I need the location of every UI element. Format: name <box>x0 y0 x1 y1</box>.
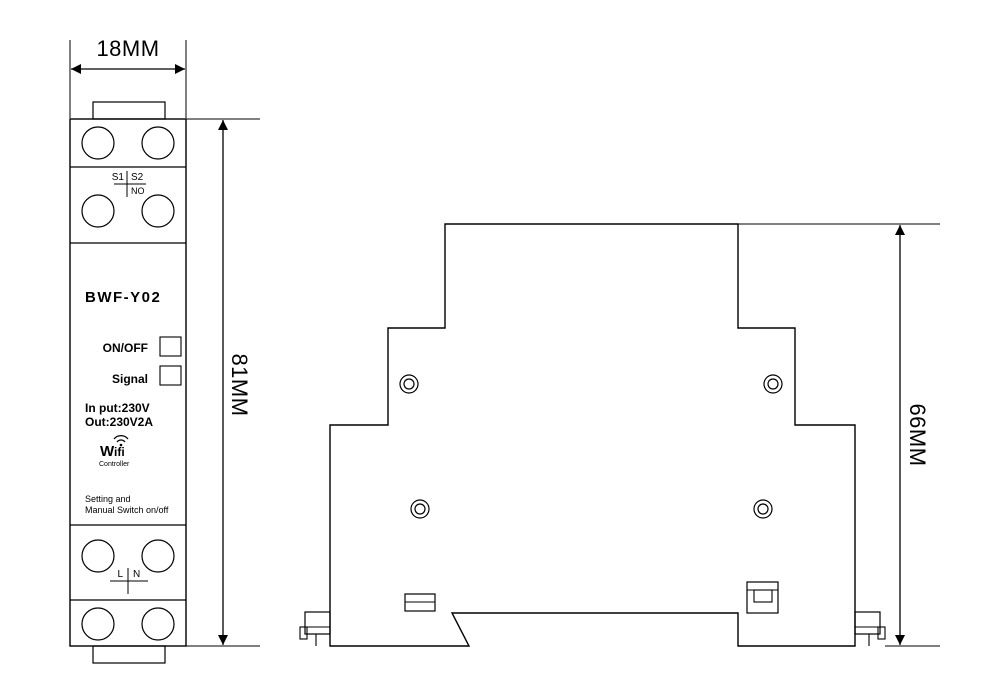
height-dimension-label: 81MM <box>227 353 252 416</box>
bottom-mount-tab <box>92 645 166 664</box>
wifi-logo-text: ifi <box>114 445 125 459</box>
height-dimension: 81MM <box>186 118 260 647</box>
mounting-hole <box>410 499 430 519</box>
model-name: BWF-Y02 <box>85 289 161 306</box>
terminal-screw <box>141 539 175 573</box>
mounting-hole <box>763 374 783 394</box>
top-mount-tab <box>92 101 166 120</box>
terminal-label-s1: S1 <box>112 172 125 183</box>
terminal-label-s2: S2 <box>131 172 144 183</box>
side-height-dimension-label: 66MM <box>905 403 930 466</box>
terminal-screw <box>141 607 175 641</box>
setting-line-1: Setting and <box>85 494 131 504</box>
terminal-screw <box>81 126 115 160</box>
input-rating: In put:230V <box>85 401 150 415</box>
din-clip-right <box>746 581 779 614</box>
mounting-hole <box>399 374 419 394</box>
wifi-logo: W ifi Controller <box>99 435 130 468</box>
terminal-screw <box>141 126 175 160</box>
on-off-button <box>159 336 182 357</box>
latch-left <box>299 611 331 646</box>
setting-line-2: Manual Switch on/off <box>85 505 169 515</box>
front-view: 18MM S1 S2 NO BWF-Y02 ON/OFF <box>69 36 260 664</box>
wifi-logo-w: W <box>100 443 115 460</box>
mounting-hole <box>753 499 773 519</box>
terminal-label-no: NO <box>131 186 145 196</box>
terminal-screw <box>141 194 175 228</box>
side-height-dimension: 66MM <box>738 223 940 647</box>
terminal-screw <box>81 539 115 573</box>
width-dimension-label: 18MM <box>96 36 159 61</box>
top-terminal-markings: S1 S2 NO <box>112 171 146 197</box>
terminal-screw <box>81 194 115 228</box>
side-view: 66MM <box>299 223 940 647</box>
signal-indicator <box>159 365 182 386</box>
on-off-label: ON/OFF <box>103 341 148 355</box>
signal-label: Signal <box>112 372 148 386</box>
terminal-label-l: L <box>117 569 123 580</box>
wifi-signal-icon <box>113 435 129 440</box>
wifi-logo-subtitle: Controller <box>99 461 130 468</box>
terminal-label-n: N <box>133 569 140 580</box>
terminal-screw <box>81 607 115 641</box>
din-clip-left <box>404 593 436 612</box>
output-rating: Out:230V2A <box>85 415 153 429</box>
width-dimension: 18MM <box>69 36 187 118</box>
side-profile-outline <box>329 223 856 647</box>
latch-right <box>854 611 886 646</box>
bottom-terminal-markings: L N <box>110 568 148 594</box>
